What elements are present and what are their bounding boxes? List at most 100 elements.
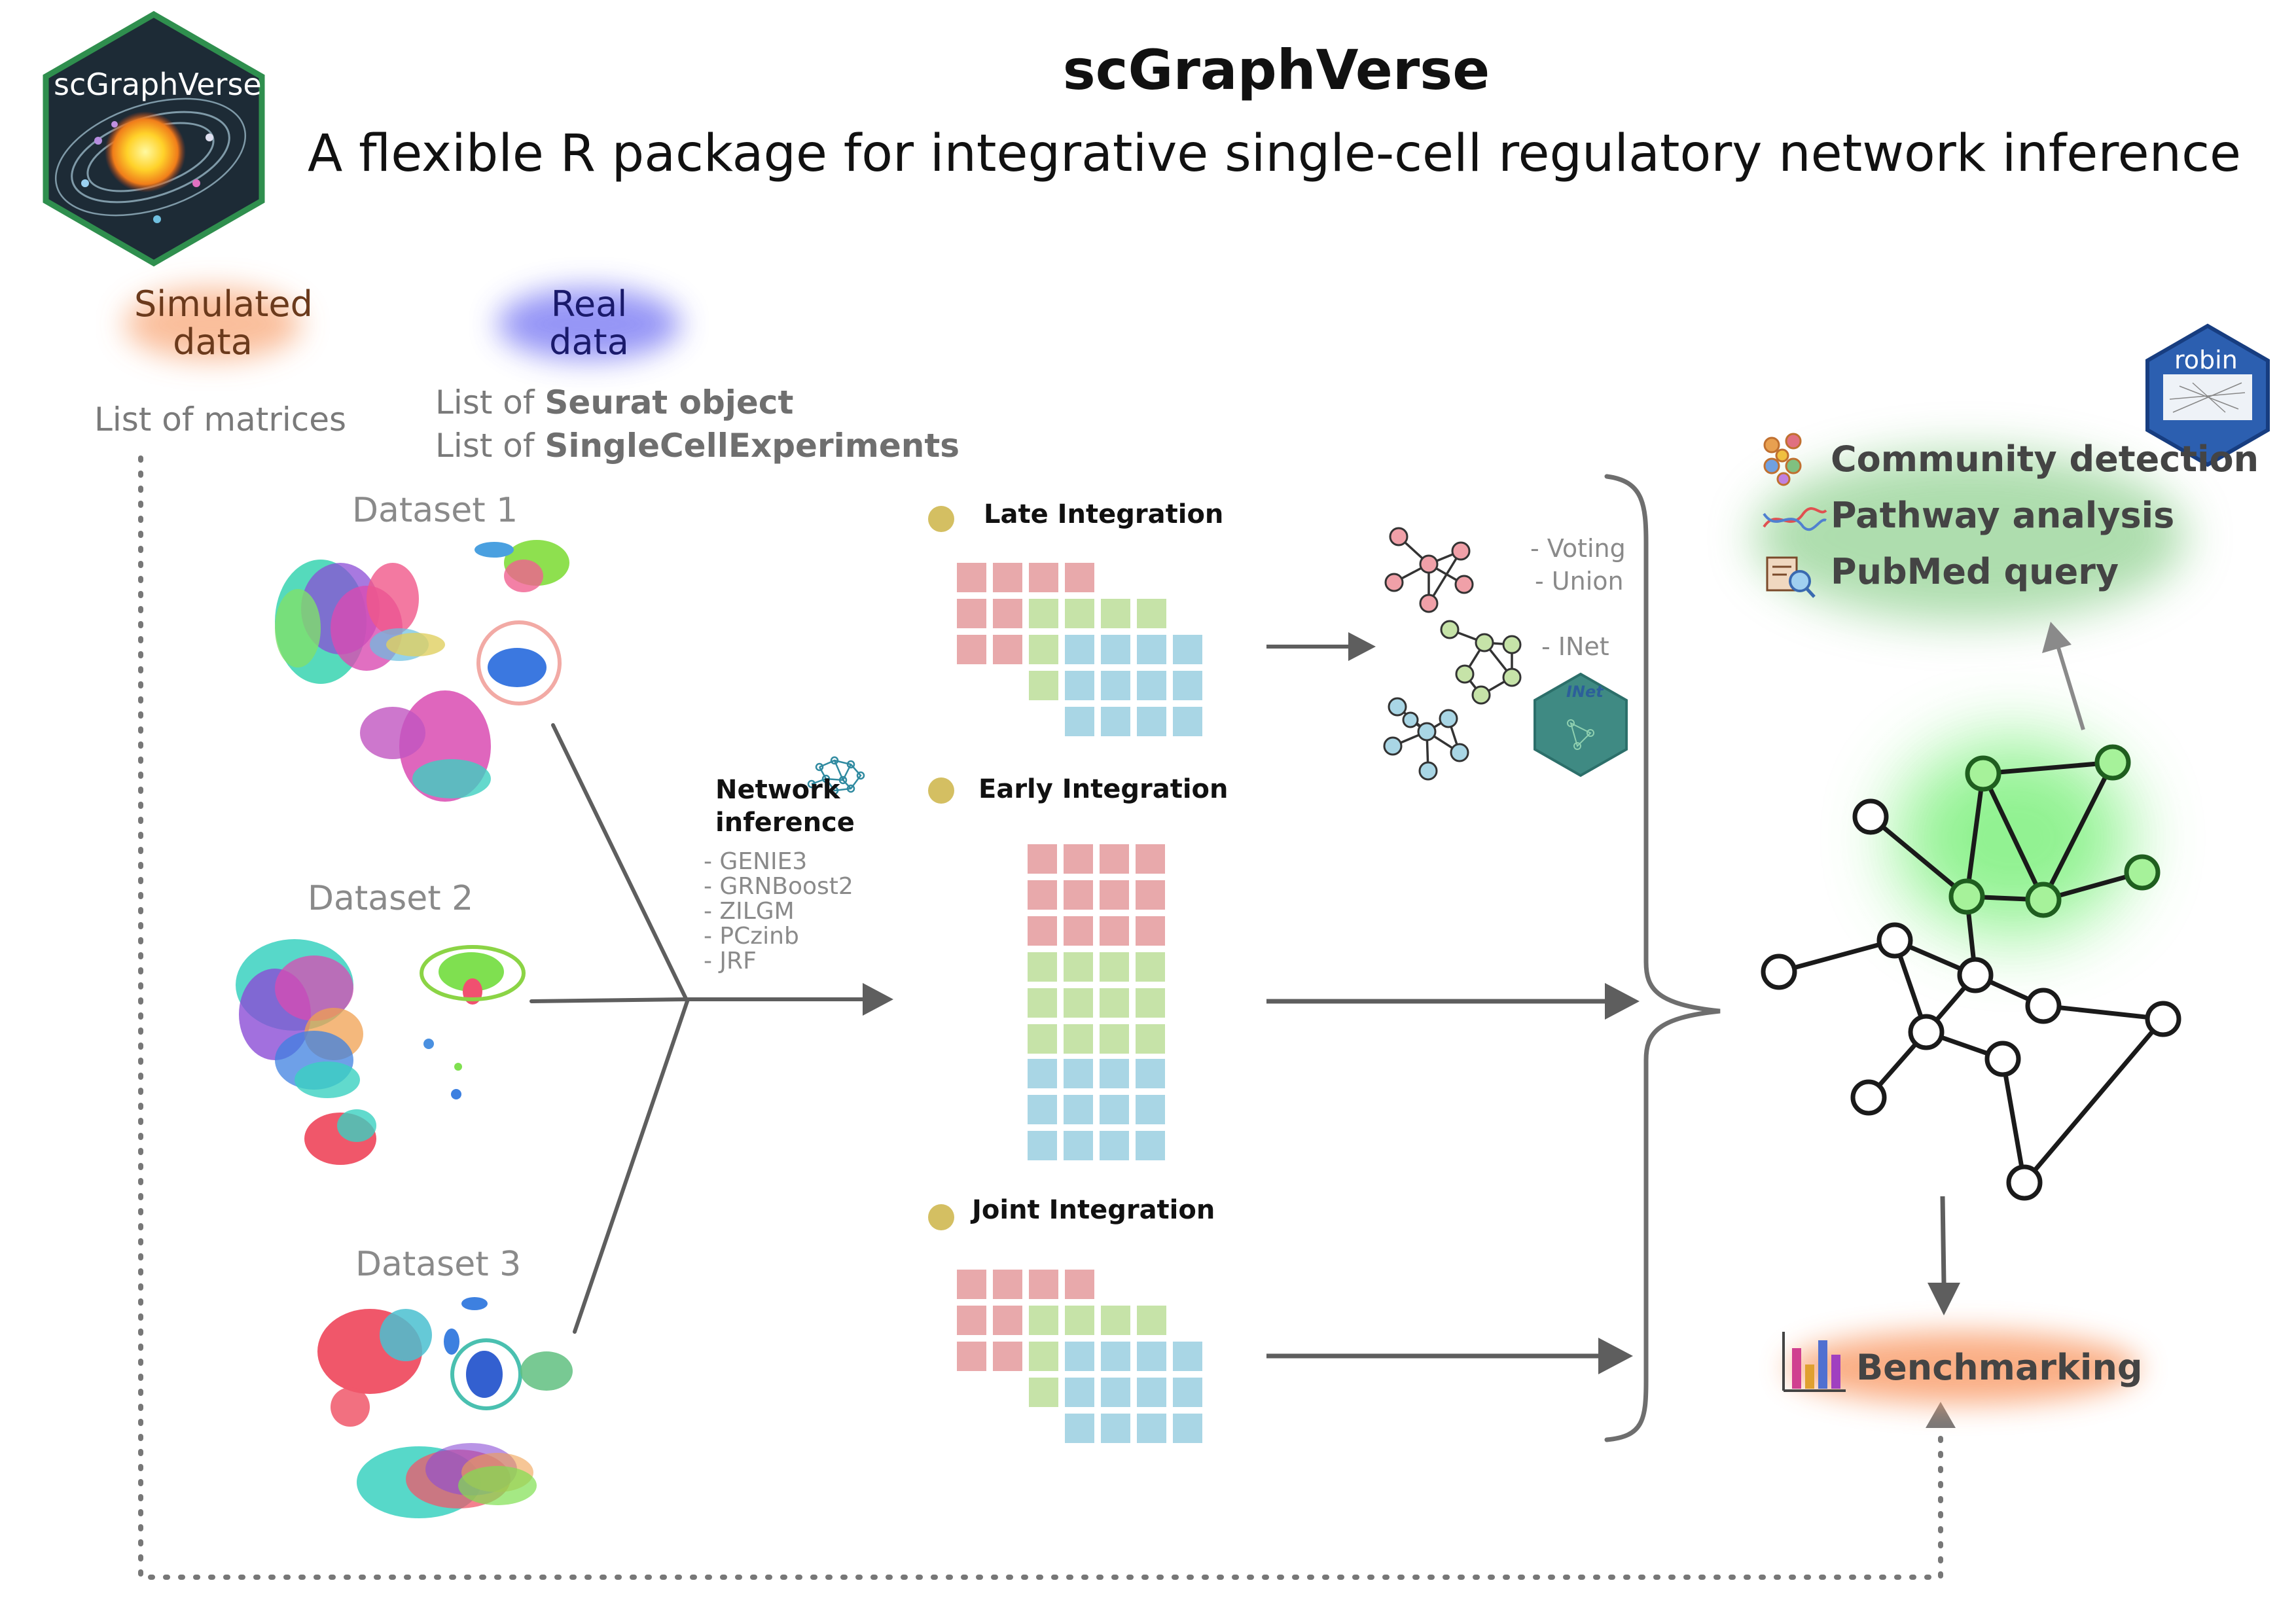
matrix-cell-red xyxy=(993,1270,1022,1299)
late-arrowhead xyxy=(1348,632,1376,661)
umap-dataset-1 xyxy=(275,540,569,802)
method-zilgm: - ZILGM xyxy=(704,898,795,925)
matrix-cell-blue xyxy=(1136,1059,1165,1088)
joint-integration-bullet xyxy=(928,1204,954,1230)
analysis-arrowhead xyxy=(2042,622,2072,653)
matrix-cell-red xyxy=(1065,563,1094,592)
matrix-cell-red xyxy=(993,1342,1022,1371)
matrix-cell-red xyxy=(993,1306,1022,1335)
small-network-3 xyxy=(1383,697,1469,781)
matrix-cell-red xyxy=(1100,844,1129,874)
page-title: scGraphVerse xyxy=(1062,38,1490,102)
matrix-cell-red xyxy=(1100,916,1129,946)
matrix-cell-blue xyxy=(1137,1414,1166,1443)
matrix-cell-blue xyxy=(1137,635,1166,664)
real-line1: Real xyxy=(550,283,628,325)
dataset-merge-lines xyxy=(529,723,689,1334)
matrix-cell-red xyxy=(1028,880,1057,910)
matrix-cell-blue xyxy=(1065,707,1094,736)
matrix-cell-red xyxy=(1029,563,1058,592)
matrix-cell-red xyxy=(1028,844,1057,874)
matrix-cell-green xyxy=(1029,635,1058,664)
search-document-icon xyxy=(1766,556,1816,598)
community-detection-label: Community detection xyxy=(1831,438,2259,480)
matrix-cell-red xyxy=(993,599,1022,628)
analysis-arrow-shaft xyxy=(2056,647,2085,730)
matrix-cell-green xyxy=(1029,1378,1058,1407)
matrix-cell-red xyxy=(1100,880,1129,910)
benchmark-arrowhead xyxy=(1928,1283,1960,1315)
matrix-cell-blue xyxy=(1101,1342,1130,1371)
matrix-cell-blue xyxy=(1065,1378,1094,1407)
method-jrf: - JRF xyxy=(704,948,757,974)
matrix-cell-blue xyxy=(1101,635,1130,664)
matrix-cell-green xyxy=(1028,952,1057,982)
matrix-cell-red xyxy=(1028,916,1057,946)
matrix-cell-green xyxy=(1064,988,1093,1018)
benchmark-glow xyxy=(1787,1332,2140,1404)
robin-badge-text: robin xyxy=(2174,346,2238,374)
method-genie3: - GENIE3 xyxy=(704,848,808,875)
matrix-cell-blue xyxy=(1065,1414,1094,1443)
matrix-cell-red xyxy=(957,635,986,664)
real-format-1-bold: Seurat object xyxy=(545,383,794,421)
late-method-voting: - Voting xyxy=(1530,534,1626,563)
matrix-cell-blue xyxy=(1028,1059,1057,1088)
network-inference-arrowhead xyxy=(863,983,893,1016)
matrix-cell-blue xyxy=(1173,1342,1202,1371)
matrix-cell-blue xyxy=(1173,1378,1202,1407)
matrix-cell-green xyxy=(1137,599,1166,628)
hexagon-logo-icon xyxy=(54,98,247,223)
matrix-cell-green xyxy=(1065,1306,1094,1335)
matrix-cell-red xyxy=(1029,1270,1058,1299)
real-format-2-bold: SingleCellExperiments xyxy=(545,427,960,465)
matrix-cell-blue xyxy=(1064,1059,1093,1088)
late-method-union: - Union xyxy=(1535,567,1624,596)
matrix-cell-red xyxy=(957,563,986,592)
matrix-cell-blue xyxy=(1064,1095,1093,1124)
matrix-cell-red xyxy=(957,599,986,628)
real-format-1-prefix: List of xyxy=(435,383,545,421)
real-data-label: Real data xyxy=(517,285,661,361)
simulated-line2: data xyxy=(173,321,253,363)
dataset-1-label: Dataset 1 xyxy=(352,491,518,530)
late-integration-bullet xyxy=(928,506,954,532)
real-line2: data xyxy=(549,321,629,363)
matrix-cell-blue xyxy=(1101,707,1130,736)
matrix-cell-green xyxy=(1028,1024,1057,1054)
bar-chart-icon xyxy=(1782,1332,1846,1392)
method-grnboost2: - GRNBoost2 xyxy=(704,873,853,900)
matrix-cell-blue xyxy=(1101,1378,1130,1407)
matrix-cell-green xyxy=(1029,1306,1058,1335)
dna-icon xyxy=(1763,507,1827,531)
pubmed-query-label: PubMed query xyxy=(1831,551,2119,592)
matrix-cell-red xyxy=(957,1342,986,1371)
matrix-cell-green xyxy=(1137,1306,1166,1335)
inet-hex-icon xyxy=(1534,672,1628,777)
simulated-glow xyxy=(124,288,301,360)
matrix-cell-blue xyxy=(1100,1059,1129,1088)
matrix-cell-red xyxy=(1064,916,1093,946)
umap-dataset-2 xyxy=(236,939,526,1165)
small-network-2 xyxy=(1440,620,1522,705)
community-icon xyxy=(1763,433,1802,486)
matrix-cell-red xyxy=(993,563,1022,592)
real-format-2: List of SingleCellExperiments xyxy=(435,427,960,465)
pathway-analysis-label: Pathway analysis xyxy=(1831,495,2175,536)
matrix-cell-green xyxy=(1064,952,1093,982)
matrix-cell-red xyxy=(993,635,1022,664)
matrix-cell-blue xyxy=(1101,1414,1130,1443)
dataset-3-label: Dataset 3 xyxy=(355,1245,522,1284)
matrix-cell-blue xyxy=(1100,1095,1129,1124)
matrix-cell-green xyxy=(1101,1306,1130,1335)
matrix-cell-green xyxy=(1100,988,1129,1018)
robin-hex-icon xyxy=(2145,323,2270,467)
benchmark-up-arrowhead xyxy=(1926,1402,1956,1428)
umap-dataset-3 xyxy=(317,1297,573,1518)
benchmarking-label: Benchmarking xyxy=(1856,1347,2143,1388)
matrix-cell-blue xyxy=(1064,1131,1093,1160)
matrix-cell-green xyxy=(1029,599,1058,628)
matrix-cell-green xyxy=(1100,952,1129,982)
matrix-cell-blue xyxy=(1065,671,1094,700)
early-integration-bullet xyxy=(928,777,954,804)
